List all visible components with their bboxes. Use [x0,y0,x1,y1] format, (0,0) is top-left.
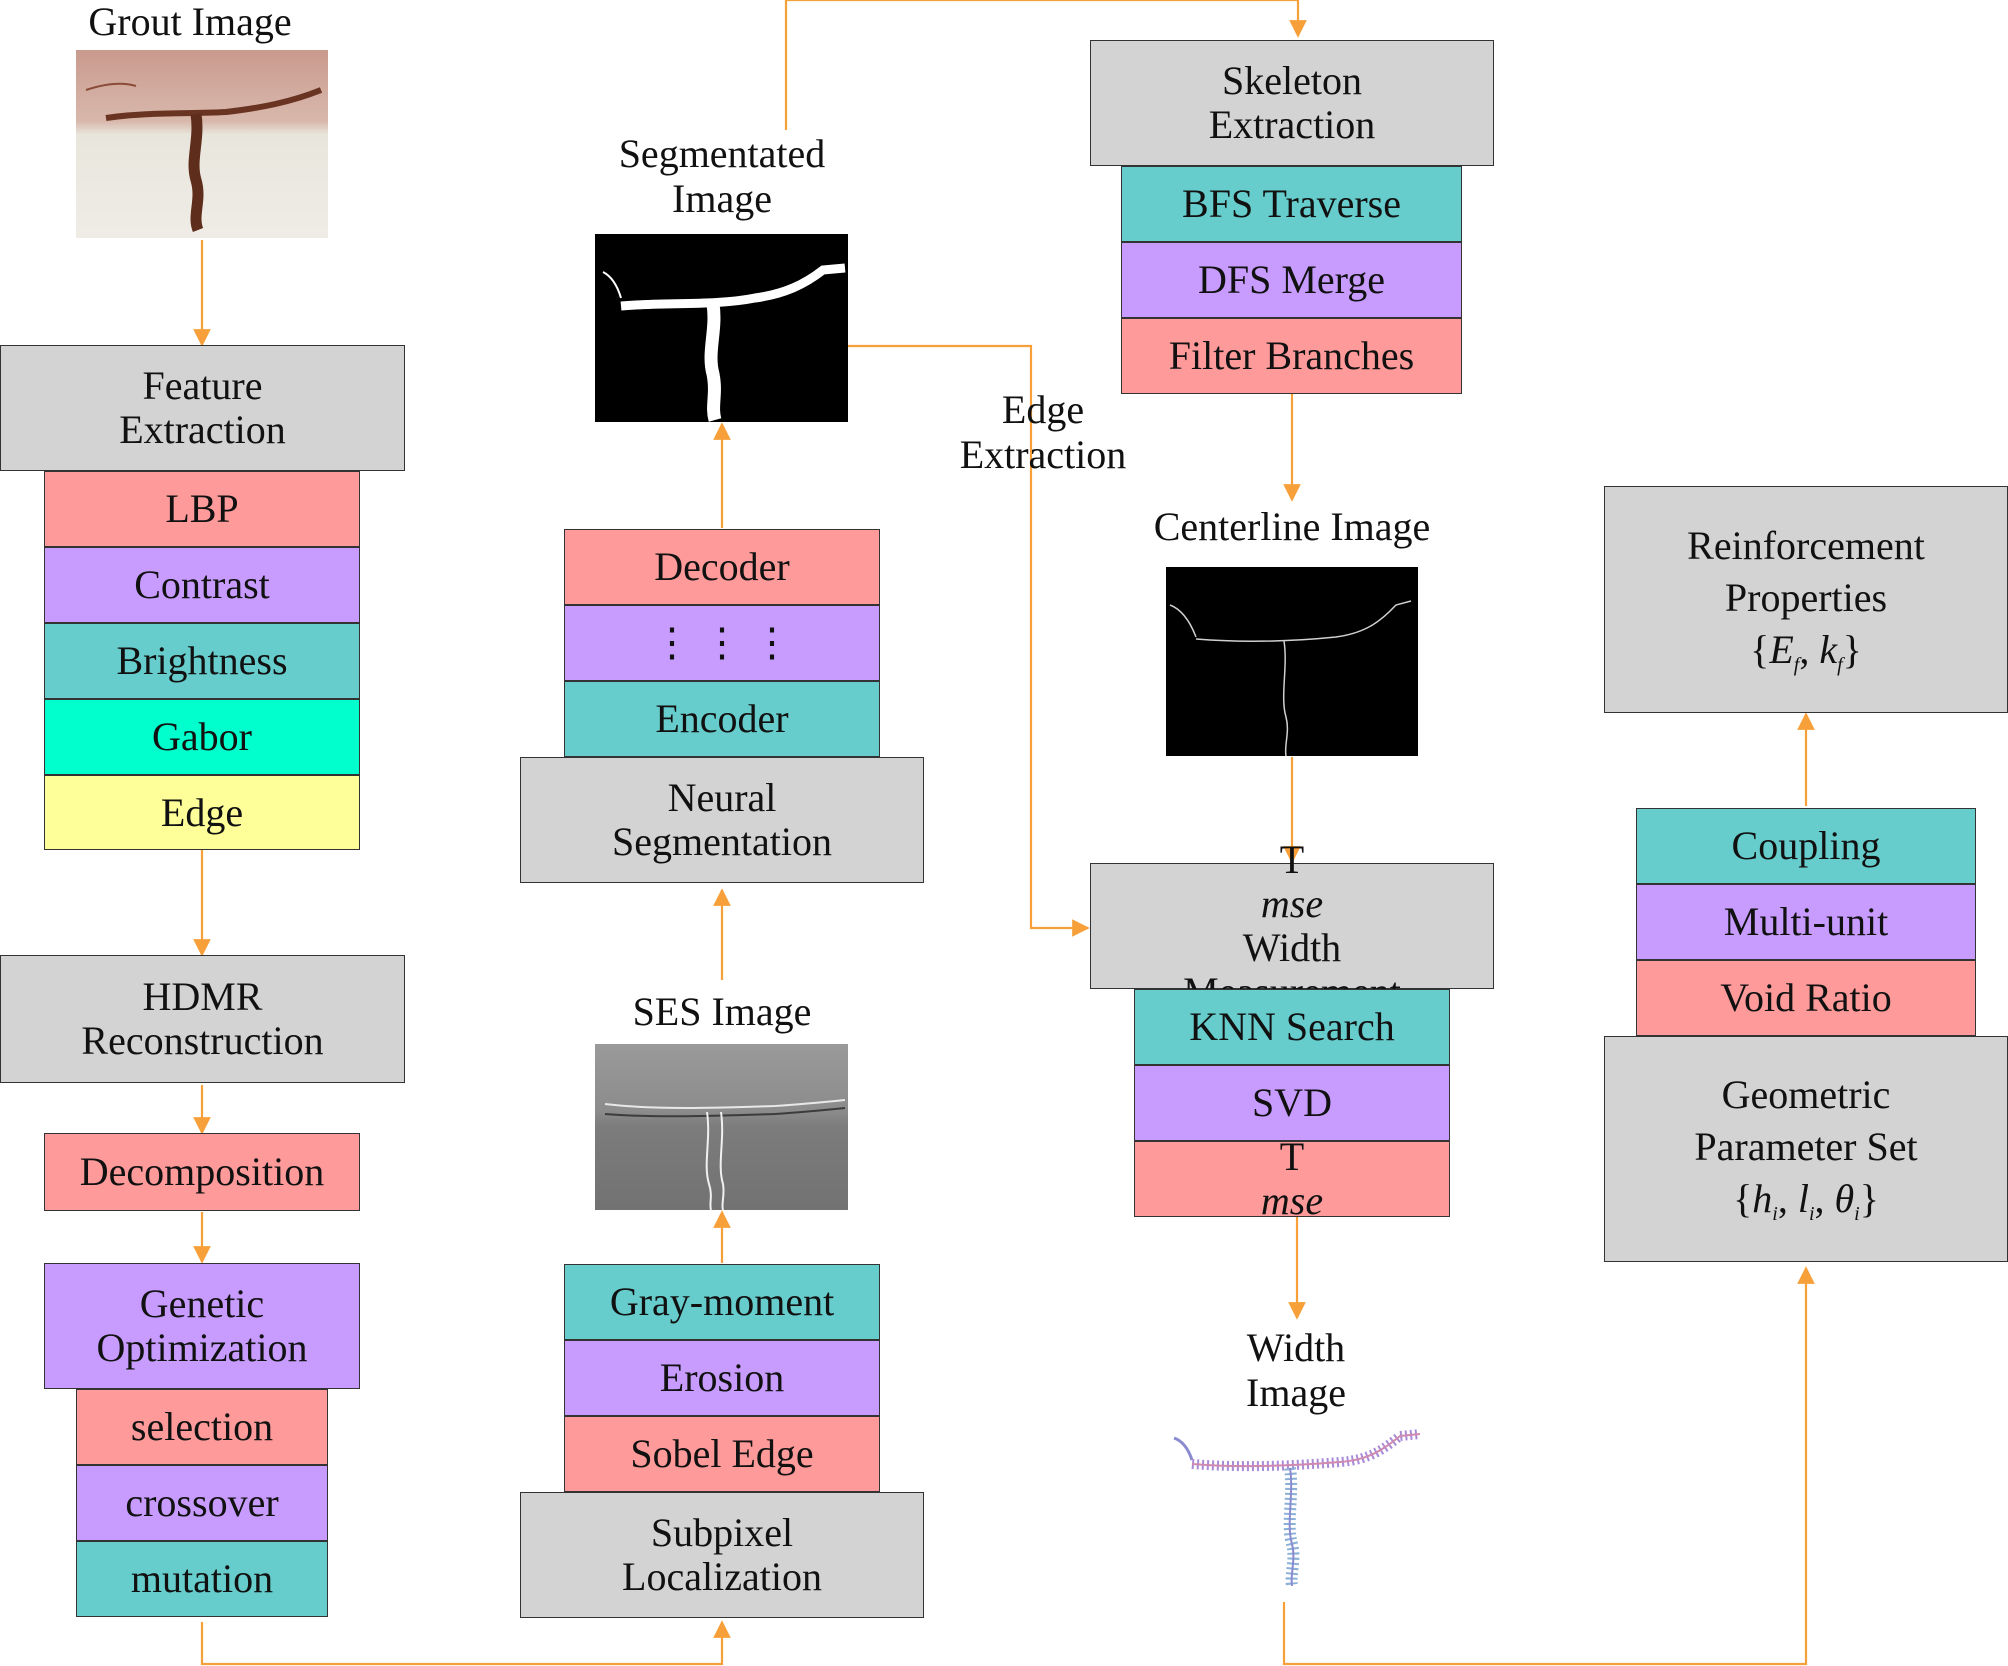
bfs-traverse-box: BFS Traverse [1121,166,1462,242]
subpixel-line2: Localization [622,1554,822,1599]
edge-box: Edge [44,775,360,850]
decomposition-box: Decomposition [44,1133,360,1211]
arrow-edge-extraction-to-tmse [848,344,1090,937]
tmse-prefix: T [1279,837,1305,882]
arrow-width-to-geometric [1282,1266,1815,1666]
genetic-line1: Genetic [139,1281,265,1326]
arrow-mutation-to-subpixel [200,1620,731,1666]
skeleton-line1: Skeleton [1222,58,1362,103]
brightness-box: Brightness [44,623,360,699]
hdmr-line2: Reconstruction [81,1018,324,1063]
void-ratio-box: Void Ratio [1636,960,1976,1036]
filter-branches-box: Filter Branches [1121,318,1462,394]
reinforcement-properties-box: Reinforcement Properties {Ef, kf} [1604,486,2008,713]
mutation-box: mutation [76,1541,328,1617]
decoder-box: Decoder [564,529,880,605]
segmented-title-line2: Image [672,175,772,221]
neural-line2: Segmentation [612,819,832,864]
gray-moment-box: Gray-moment [564,1264,880,1340]
selection-box: selection [76,1389,328,1465]
erosion-box: Erosion [564,1340,880,1416]
tmse-box-italic: mse [1260,1178,1324,1223]
grout-image-title: Grout Image [88,0,292,44]
svd-box: SVD [1134,1065,1450,1141]
geometric-line2: Parameter Set [1694,1124,1918,1169]
reinforcement-line1: Reinforcement [1687,522,1925,568]
feature-extraction-line2: Extraction [119,407,286,452]
contrast-box: Contrast [44,547,360,623]
dfs-merge-box: DFS Merge [1121,242,1462,318]
gabor-box: Gabor [44,699,360,775]
crossover-box: crossover [76,1465,328,1541]
tmse-suffix: Width [1242,925,1342,970]
geometric-params: {hi, li, θi} [1733,1176,1879,1226]
knn-search-box: KNN Search [1134,989,1450,1065]
coupling-box: Coupling [1636,808,1976,884]
geometric-line1: Geometric [1721,1072,1891,1117]
subpixel-line1: Subpixel [650,1510,794,1555]
encoder-box: Encoder [564,681,880,757]
tmse-italic: mse [1260,881,1324,926]
sobel-edge-box: Sobel Edge [564,1416,880,1492]
geometric-parameter-set-box: Geometric Parameter Set {hi, li, θi} [1604,1036,2008,1262]
segmented-title-line1: Segmentated [618,131,826,176]
dots-box: ⋮ ⋮ ⋮ [564,605,880,681]
tmse-box-prefix: T [1279,1134,1305,1179]
edge-extraction-label: Edge Extraction [938,387,1148,478]
hdmr-line1: HDMR [142,974,263,1019]
skeleton-line2: Extraction [1208,102,1376,147]
neural-line1: Neural [667,775,777,820]
feature-extraction-line1: Feature [142,363,263,408]
centerline-image-title: Centerline Image [1153,504,1431,549]
reinforcement-line2: Properties [1724,574,1888,620]
lbp-box: LBP [44,471,360,547]
ses-image-title: SES Image [632,989,812,1034]
edge-extraction-line1: Edge [1001,387,1085,432]
multi-unit-box: Multi-unit [1636,884,1976,960]
segmented-image-title: Segmentated Image [572,131,872,222]
edge-extraction-line2: Extraction [959,431,1127,477]
width-image [1170,1420,1426,1586]
segmented-image [595,234,848,422]
width-image-title: Width Image [1146,1325,1446,1416]
centerline-image [1166,567,1418,756]
width-title-line2: Image [1246,1369,1346,1415]
arrow-segmented-to-skeleton [784,0,1307,130]
width-title-line1: Width [1246,1325,1346,1370]
ses-image [595,1044,848,1210]
grout-image [76,50,328,238]
reinforcement-params: {Ef, kf} [1750,626,1862,676]
genetic-line2: Optimization [96,1325,308,1370]
